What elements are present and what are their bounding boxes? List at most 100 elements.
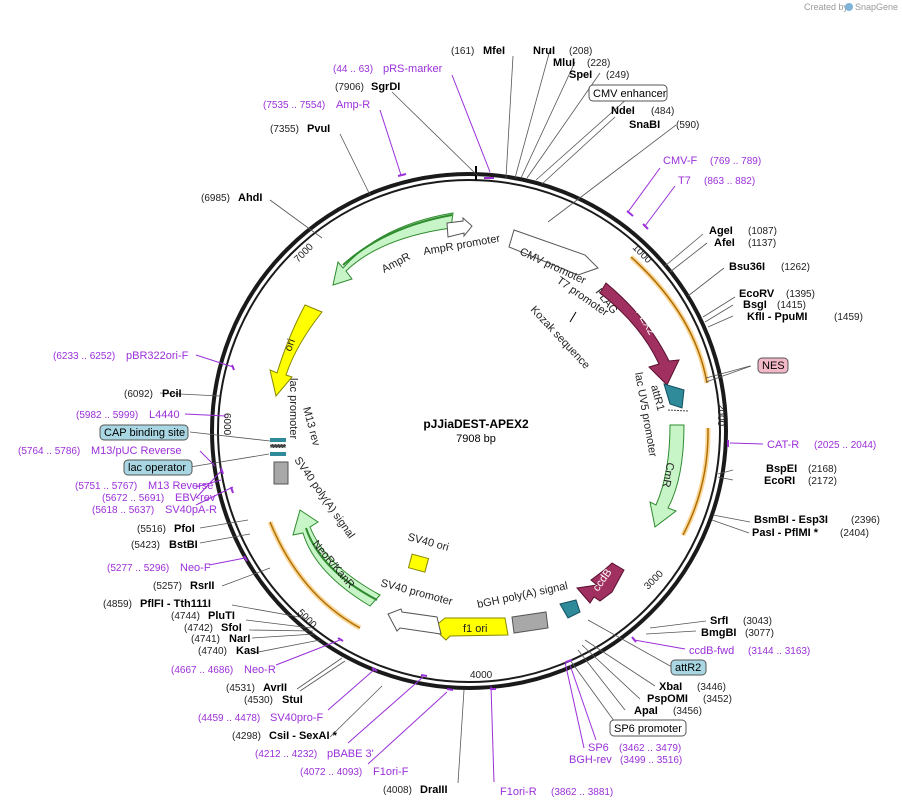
enzyme-ecori[interactable]: EcoRI(2172)	[764, 475, 837, 487]
site-name-label: SfoI	[221, 622, 242, 634]
primer-sp6[interactable]: SP6(3462 .. 3479)	[588, 742, 681, 754]
site-position-label: (5672 .. 5691)	[102, 493, 164, 504]
ccdb-arrow[interactable]	[576, 562, 625, 604]
enzyme-agei[interactable]: AgeI(1087)	[709, 225, 777, 237]
cap-site-marker	[270, 438, 286, 442]
enzyme-ecorv[interactable]: EcoRV(1395)	[739, 288, 815, 300]
site-name-label: pBR322ori-F	[126, 350, 189, 362]
enzyme-rsrii[interactable]: (5257)RsrII	[153, 580, 214, 592]
primer-m13-reverse[interactable]: (5751 .. 5767)M13 Reverse	[75, 480, 213, 492]
enzyme-srfi[interactable]: SrfI(3043)	[710, 615, 772, 627]
neokan-label: NeoR/KanR	[310, 538, 357, 591]
sv40-ori-block[interactable]	[407, 553, 430, 573]
enzyme-pluti[interactable]: (4744)PluTI	[171, 610, 235, 622]
site-name-label: EBV-rev	[175, 492, 216, 504]
enzyme-snabi[interactable]: SnaBI(590)	[629, 119, 699, 131]
primer-l4440[interactable]: (5982 .. 5999)L4440	[76, 409, 180, 421]
site-name-label: BsmBI - Esp3I	[754, 514, 828, 526]
primer-neo-r[interactable]: (4667 .. 4686)Neo-R	[171, 664, 276, 676]
cmr-arrow[interactable]	[649, 424, 685, 528]
site-name-label: attR2	[675, 662, 701, 674]
enzyme-ndei[interactable]: NdeI(484)	[611, 105, 674, 117]
enzyme-pcii[interactable]: (6092)PciI	[124, 388, 182, 400]
attr1-arrow[interactable]	[663, 383, 685, 409]
primer-bgh-rev[interactable]: BGH-rev(3499 .. 3516)	[569, 754, 682, 766]
ampr-label: AmpR	[380, 251, 413, 276]
plasmid-length: 7908 bp	[456, 433, 496, 445]
primer-cat-r[interactable]: CAT-R(2025 .. 2044)	[767, 439, 876, 451]
enzyme-apai[interactable]: ApaI(3456)	[634, 705, 702, 717]
primer-neo-f[interactable]: (5277 .. 5296)Neo-F	[107, 562, 211, 574]
enzyme-mfei[interactable]: (161)MfeI	[451, 45, 505, 57]
primer-cmv-f[interactable]: CMV-F(769 .. 789)	[663, 155, 761, 167]
enzyme-pflfi-tth111i[interactable]: (4859)PflFI - Tth111I	[103, 598, 211, 610]
primer-ebv-rev[interactable]: (5672 .. 5691) EBV-rev	[102, 492, 216, 504]
enzyme-avrii[interactable]: (4531)AvrII	[226, 682, 287, 694]
box-attr2[interactable]: attR2	[670, 659, 707, 676]
enzyme-bsmbi-esp3i[interactable]: BsmBI - Esp3I(2396)	[754, 514, 880, 526]
enzyme-draiii[interactable]: (4008)DraIII	[383, 784, 448, 796]
primer-amp-r[interactable]: (7535 .. 7554)Amp-R	[263, 99, 370, 111]
enzyme-xbai[interactable]: XbaI(3446)	[659, 681, 726, 693]
neokan-arrow[interactable]	[292, 509, 381, 607]
enzyme-bsu36i[interactable]: Bsu36I(1262)	[729, 261, 810, 273]
site-position-label: (5277 .. 5296)	[107, 563, 169, 574]
site-position-label: (3144 .. 3163)	[748, 646, 810, 657]
enzyme-stui[interactable]: (4530)StuI	[244, 694, 303, 706]
box-cmv-enhancer[interactable]: CMV enhancer	[588, 84, 668, 102]
site-name-label: T7	[678, 175, 691, 187]
box-nes[interactable]: NES	[757, 357, 789, 374]
enzyme-nrui[interactable]: NruI(208)	[533, 45, 592, 57]
ampr-promoter-arrow[interactable]	[446, 216, 473, 238]
enzyme-spei[interactable]: SpeI(249)	[569, 69, 629, 81]
sv40-promoter-arrow[interactable]	[387, 608, 442, 635]
enzyme-ahdi[interactable]: (6985)AhdI	[201, 192, 262, 204]
enzyme-csii-sexai[interactable]: (4298)CsiI - SexAI *	[232, 730, 338, 742]
site-position-label: (2404)	[840, 528, 869, 539]
cmv-promoter-arrow[interactable]	[508, 229, 599, 276]
site-name-label: BsgI	[743, 299, 767, 311]
primer-pbabe3[interactable]: (4212 .. 4232)pBABE 3'	[255, 748, 374, 760]
primer-pbr322ori-f[interactable]: (6233 .. 6252)pBR322ori-F	[53, 350, 189, 362]
site-position-label: (6985)	[201, 193, 230, 204]
site-name-label: MluI	[553, 57, 575, 69]
box-lac-operator[interactable]: lac operator	[123, 459, 193, 476]
enzyme-bstbi[interactable]: (5423)BstBI	[131, 539, 198, 551]
sv40-polya-block[interactable]	[273, 461, 289, 485]
enzyme-pspomi[interactable]: PspOMI(3452)	[647, 693, 732, 705]
primer-m13-puc-reverse[interactable]: (5764 .. 5786)M13/pUC Reverse	[18, 445, 181, 457]
enzyme-bspei[interactable]: BspEI(2168)	[766, 463, 837, 475]
f1-ori-arrow[interactable]	[432, 617, 509, 641]
enzyme-nari[interactable]: (4741)NarI	[191, 633, 250, 645]
box-sp6-promoter[interactable]: SP6 promoter	[609, 719, 687, 737]
primer-prs-marker[interactable]: (44 .. 63)pRS-marker	[333, 63, 443, 75]
enzyme-kasi[interactable]: (4740)KasI	[198, 645, 259, 657]
enzyme-bmgbi[interactable]: BmgBI(3077)	[701, 627, 774, 639]
credit-brand: SnapGene	[855, 2, 898, 12]
bgh-block[interactable]	[511, 611, 549, 634]
enzyme-sgrdi[interactable]: (7906)SgrDI	[335, 81, 400, 93]
site-name-label: L4440	[149, 409, 180, 421]
site-position-label: (5516)	[137, 524, 166, 535]
enzyme-mlui[interactable]: MluI(228)	[553, 57, 610, 69]
enzyme-sfoi[interactable]: (4742)SfoI	[184, 622, 242, 634]
enzyme-bsgi[interactable]: BsgI(1415)	[743, 299, 806, 311]
attr2-arrow[interactable]	[559, 599, 581, 619]
primer-sv40pa-r[interactable]: (5618 .. 5637)SV40pA-R	[92, 504, 217, 516]
site-name-label: pBABE 3'	[327, 748, 374, 760]
primer-ccdb-fwd[interactable]: ccdB-fwd(3144 .. 3163)	[689, 645, 810, 657]
primer-f1ori-r[interactable]: F1ori-R(3862 .. 3881)	[500, 786, 613, 798]
primer-t7[interactable]: T7(863 .. 882)	[678, 175, 755, 187]
enzyme-pvui[interactable]: (7355)PvuI	[270, 123, 330, 135]
ori-arrow[interactable]	[269, 304, 323, 398]
enzyme-afei[interactable]: AfeI(1137)	[714, 237, 776, 249]
enzyme-pfoi[interactable]: (5516)PfoI	[137, 523, 195, 535]
site-name-label: Neo-R	[244, 664, 276, 676]
ampr-arrow[interactable]	[332, 212, 454, 286]
box-cap-binding-site[interactable]: CAP binding site	[99, 424, 189, 441]
primer-sv40pro-f[interactable]: (4459 .. 4478)SV40pro-F	[198, 712, 323, 724]
primer-f1ori-f[interactable]: (4072 .. 4093)F1ori-F	[300, 766, 409, 778]
enzyme-kfli-ppumi[interactable]: KflI - PpuMI(1459)	[747, 311, 863, 323]
orange-band-3-line	[269, 521, 361, 629]
enzyme-pasi-pflmi[interactable]: PasI - PflMI *(2404)	[752, 527, 869, 539]
